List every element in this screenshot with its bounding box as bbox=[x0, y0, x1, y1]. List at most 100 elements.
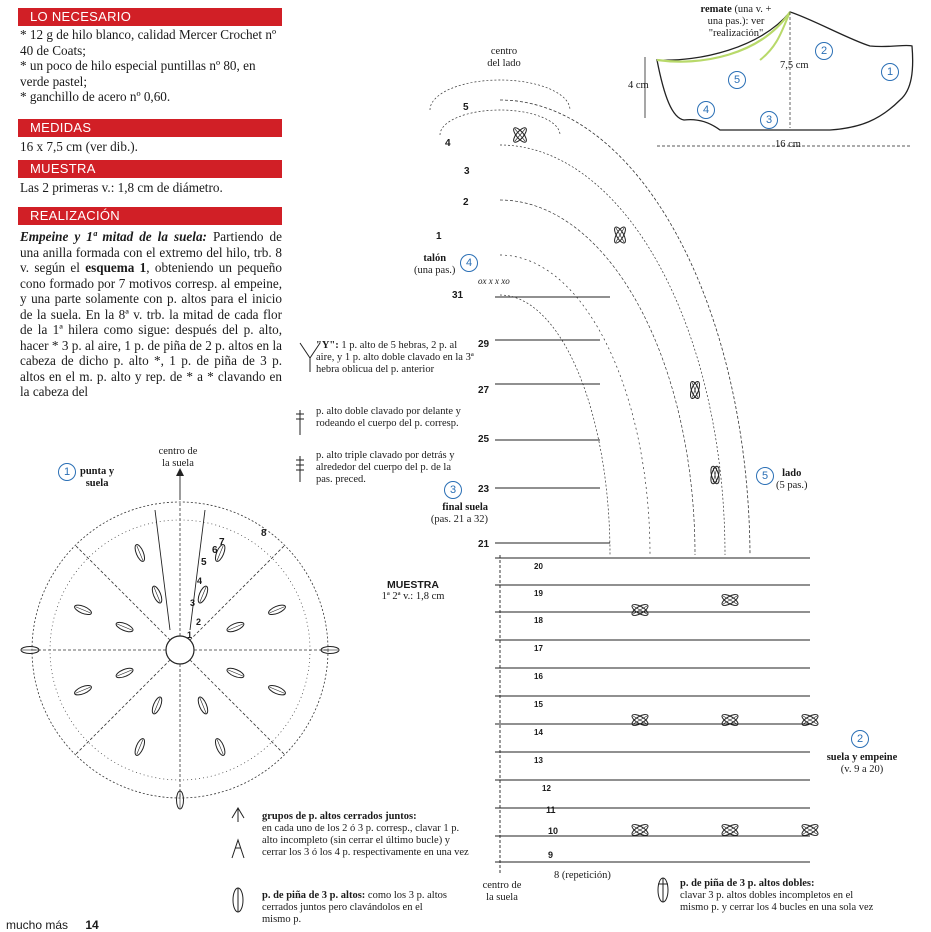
centro-lado-a: centro bbox=[490, 46, 518, 57]
remate-label: remate (una v. + una pas.): ver "realiza… bbox=[678, 4, 794, 40]
row-number: 5 bbox=[463, 102, 469, 113]
muestra-label: MUESTRA 1ª 2ª v.: 1,8 cm bbox=[378, 579, 448, 603]
row-number: 29 bbox=[478, 339, 490, 350]
legend-grupos-text: en cada uno de los 2 ó 3 p. corresp., cl… bbox=[262, 823, 469, 858]
final-b: (pas. 21 a 32) bbox=[430, 514, 488, 525]
centro-lado-label: centro del lado bbox=[478, 46, 530, 70]
diagram1-row-number: 8 bbox=[261, 528, 267, 539]
diagram2-fan bbox=[429, 79, 751, 556]
lado-label: lado (5 pas.) bbox=[776, 468, 808, 492]
materials-line: * ganchillo de acero nº 0,60. bbox=[20, 89, 171, 104]
inner-row-number: 20 bbox=[534, 562, 543, 571]
shoe-part-badge: 2 bbox=[815, 42, 833, 60]
legend-grupos-title: grupos de p. altos cerrados juntos: bbox=[262, 811, 417, 822]
shoe-part-badge: 4 bbox=[697, 101, 715, 119]
shoe-part-badge: 3 bbox=[760, 111, 778, 129]
legend-y: "Y": 1 p. alto de 5 hebras, 2 p. al aire… bbox=[316, 340, 476, 376]
shoe-height: 7,5 cm bbox=[780, 60, 809, 71]
centro-lado-b: del lado bbox=[487, 58, 521, 69]
suela-badge: 2 bbox=[851, 729, 869, 748]
final-num: 3 bbox=[444, 481, 462, 499]
repeticion-label: 8 (repetición) bbox=[554, 870, 611, 881]
realizacion-text-b: , obteniendo un pequeño cono formado por… bbox=[20, 260, 282, 399]
centro-suela-label: centro de la suela bbox=[474, 880, 530, 904]
diagram2-upper-rows bbox=[495, 296, 610, 544]
diagram1-centro-a: centro de bbox=[158, 446, 198, 457]
legend-pina3d: p. de piña de 3 p. altos dobles: clavar … bbox=[680, 878, 880, 914]
talon-label: talón (una pas.) bbox=[414, 253, 455, 277]
inner-row-number: 15 bbox=[534, 700, 543, 709]
final-a: final suela bbox=[442, 502, 488, 513]
lado-badge: 5 bbox=[756, 466, 774, 485]
row-number: 4 bbox=[445, 138, 451, 149]
diagram2-leaves bbox=[629, 591, 821, 839]
diagram1-badge: 1 bbox=[58, 462, 76, 481]
remate-bold: remate bbox=[700, 4, 732, 15]
row-number: 23 bbox=[478, 484, 490, 495]
diagram1-label-b: suela bbox=[85, 478, 109, 489]
diagram1-row-number: 2 bbox=[196, 617, 202, 627]
inner-row-number: 18 bbox=[534, 616, 543, 625]
diagram1-row-number: 4 bbox=[197, 576, 203, 586]
muestra-title: MUESTRA bbox=[387, 579, 439, 591]
final-badge: 3 bbox=[444, 480, 462, 499]
shoe-outline bbox=[644, 11, 914, 147]
diagram1-row-number: 6 bbox=[212, 545, 218, 556]
realizacion-lead: Empeine y 1ª mitad de la suela: bbox=[20, 229, 207, 244]
legend-pina3d-text: clavar 3 p. altos dobles incompletos en … bbox=[680, 890, 874, 913]
section-header-medidas: MEDIDAS bbox=[18, 119, 282, 137]
inner-row-number: 13 bbox=[534, 756, 543, 765]
row-number: 21 bbox=[478, 539, 490, 550]
suela-label: suela y empeine (v. 9 a 20) bbox=[814, 752, 910, 776]
diagram2-lower-rows bbox=[495, 555, 810, 875]
row-number: 3 bbox=[464, 166, 470, 177]
shoe-part-badge: 1 bbox=[881, 63, 899, 81]
lado-a: lado bbox=[782, 468, 802, 479]
diagram1-label: punta y suela bbox=[80, 466, 114, 490]
page-number: 14 bbox=[85, 918, 99, 932]
diagram1-centro-b: la suela bbox=[162, 458, 194, 469]
legend-triple: p. alto triple clavado por detrás y alre… bbox=[316, 450, 455, 485]
inner-row-number: 9 bbox=[548, 850, 554, 860]
talon-a: talón bbox=[423, 253, 447, 264]
talon-num: 4 bbox=[460, 254, 478, 272]
diagram1-circle bbox=[20, 501, 340, 810]
row-number: 31 bbox=[452, 290, 464, 301]
shoe-length: 16 cm bbox=[775, 139, 801, 150]
footer-text: mucho más bbox=[6, 918, 69, 932]
remate-a: (una v. + bbox=[731, 4, 772, 15]
inner-row-number: 10 bbox=[548, 826, 559, 836]
esquema-ref: esquema 1 bbox=[85, 260, 147, 275]
row-number: 27 bbox=[478, 385, 490, 396]
legend-grupos: grupos de p. altos cerrados juntos: en c… bbox=[262, 811, 472, 859]
legend-pina3: p. de piña de 3 p. altos: como los 3 p. … bbox=[262, 890, 452, 926]
realizacion-text: Empeine y 1ª mitad de la suela: Partiend… bbox=[20, 229, 282, 400]
legend-y-label: "Y": bbox=[316, 340, 339, 351]
remate-c: "realización" bbox=[708, 28, 764, 39]
legend-symbols bbox=[231, 342, 669, 913]
diagram1-row-number: 5 bbox=[201, 557, 207, 568]
legend-y-text: 1 p. alto de 5 hebras, 2 p. al aire, y 1… bbox=[316, 340, 474, 375]
row-number: 2 bbox=[463, 197, 469, 208]
diagram1-row-number: 3 bbox=[190, 598, 196, 608]
shoe-part-badge: 5 bbox=[728, 71, 746, 89]
inner-row-number: 19 bbox=[534, 589, 543, 598]
suela-a: suela y empeine bbox=[826, 752, 898, 763]
suela-num: 2 bbox=[851, 730, 869, 748]
section-header-necesario: LO NECESARIO bbox=[18, 8, 282, 26]
inner-row-number: 17 bbox=[534, 644, 543, 653]
final-label: final suela (pas. 21 a 32) bbox=[420, 502, 488, 526]
row-number: 25 bbox=[478, 434, 490, 445]
diagram1-num: 1 bbox=[58, 463, 76, 481]
legend-doble: p. alto doble clavado por delante y rode… bbox=[316, 406, 461, 429]
diagram1-row-number: 1 bbox=[187, 630, 193, 640]
shoe-heel: 4 cm bbox=[628, 80, 649, 91]
inner-row-number: 16 bbox=[534, 672, 543, 681]
suela-b: (v. 9 a 20) bbox=[840, 764, 884, 775]
materials-list: * 12 g de hilo blanco, calidad Mercer Cr… bbox=[20, 27, 282, 105]
inner-row-number: 14 bbox=[534, 728, 543, 737]
legend-pina3d-title: p. de piña de 3 p. altos dobles: bbox=[680, 878, 815, 889]
legend-pina3-text: como los 3 p. altos cerrados juntos pero… bbox=[262, 890, 447, 925]
inner-row-number: 11 bbox=[546, 805, 556, 815]
